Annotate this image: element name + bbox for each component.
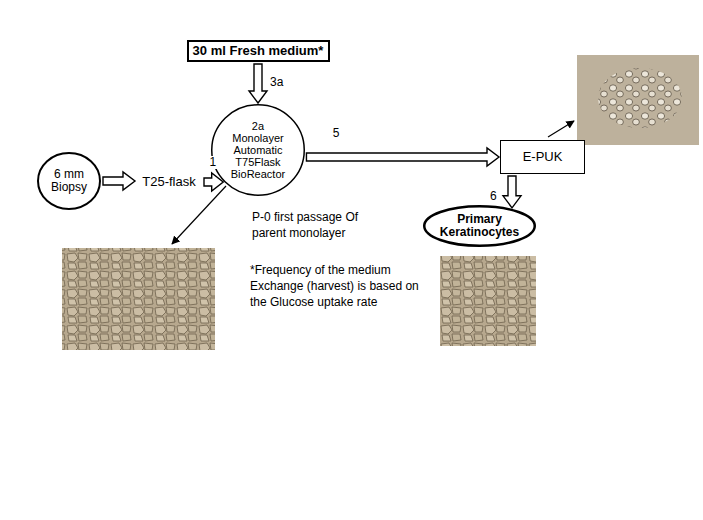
node-text: T25-flask <box>142 175 195 189</box>
process-box: E-PUK <box>500 140 585 174</box>
node-content: 6 mm Biopsy <box>46 168 92 194</box>
block-arrow <box>503 176 521 208</box>
block-arrow <box>103 172 135 190</box>
node-text: 6 mm Biopsy <box>46 168 92 194</box>
result-ellipse: Primary Keratinocytes <box>423 205 536 247</box>
ellipse-outline <box>38 153 100 209</box>
node-content: T25-flask <box>142 175 195 189</box>
monolayer-photo <box>62 248 215 350</box>
node-content: 30 ml Fresh medium* <box>193 44 324 58</box>
callout-number: 1 <box>208 156 219 169</box>
callout-number: 5 <box>331 127 342 140</box>
callout-number: 6 <box>488 190 499 203</box>
passage-note: P-0 first passage Of parent monolayer <box>252 209 370 241</box>
leader-arrow <box>172 186 226 244</box>
node-content: Primary Keratinocytes <box>439 213 520 239</box>
keratinocyte-photo <box>440 256 536 346</box>
cell-photo <box>577 55 699 145</box>
footnote: *Frequency of the medium Exchange (harve… <box>250 262 436 311</box>
input-box: 30 ml Fresh medium* <box>187 40 330 62</box>
leader-arrow <box>548 121 574 137</box>
node-content: E-PUK <box>523 150 563 164</box>
bioreactor-circle: 2aMonolayer Automatic T75Flask BioReacto… <box>211 104 305 196</box>
ellipse-outline <box>424 206 535 246</box>
biopsy-circle: 6 mm Biopsy <box>37 152 101 210</box>
node-text: E-PUK <box>523 150 563 164</box>
callout-number: 3a <box>268 76 285 89</box>
ellipse-outline <box>212 105 305 196</box>
node-text: Primary Keratinocytes <box>439 213 520 239</box>
node-text: 2a <box>252 120 264 132</box>
node-text: Monolayer Automatic T75Flask BioReactor <box>224 132 292 180</box>
flask-label: T25-flask <box>136 172 202 193</box>
block-arrow <box>249 64 267 103</box>
node-content: 2aMonolayer Automatic T75Flask BioReacto… <box>224 120 292 180</box>
cell-cluster <box>598 68 682 128</box>
node-text: 30 ml Fresh medium* <box>193 44 324 58</box>
block-arrow <box>306 148 499 166</box>
